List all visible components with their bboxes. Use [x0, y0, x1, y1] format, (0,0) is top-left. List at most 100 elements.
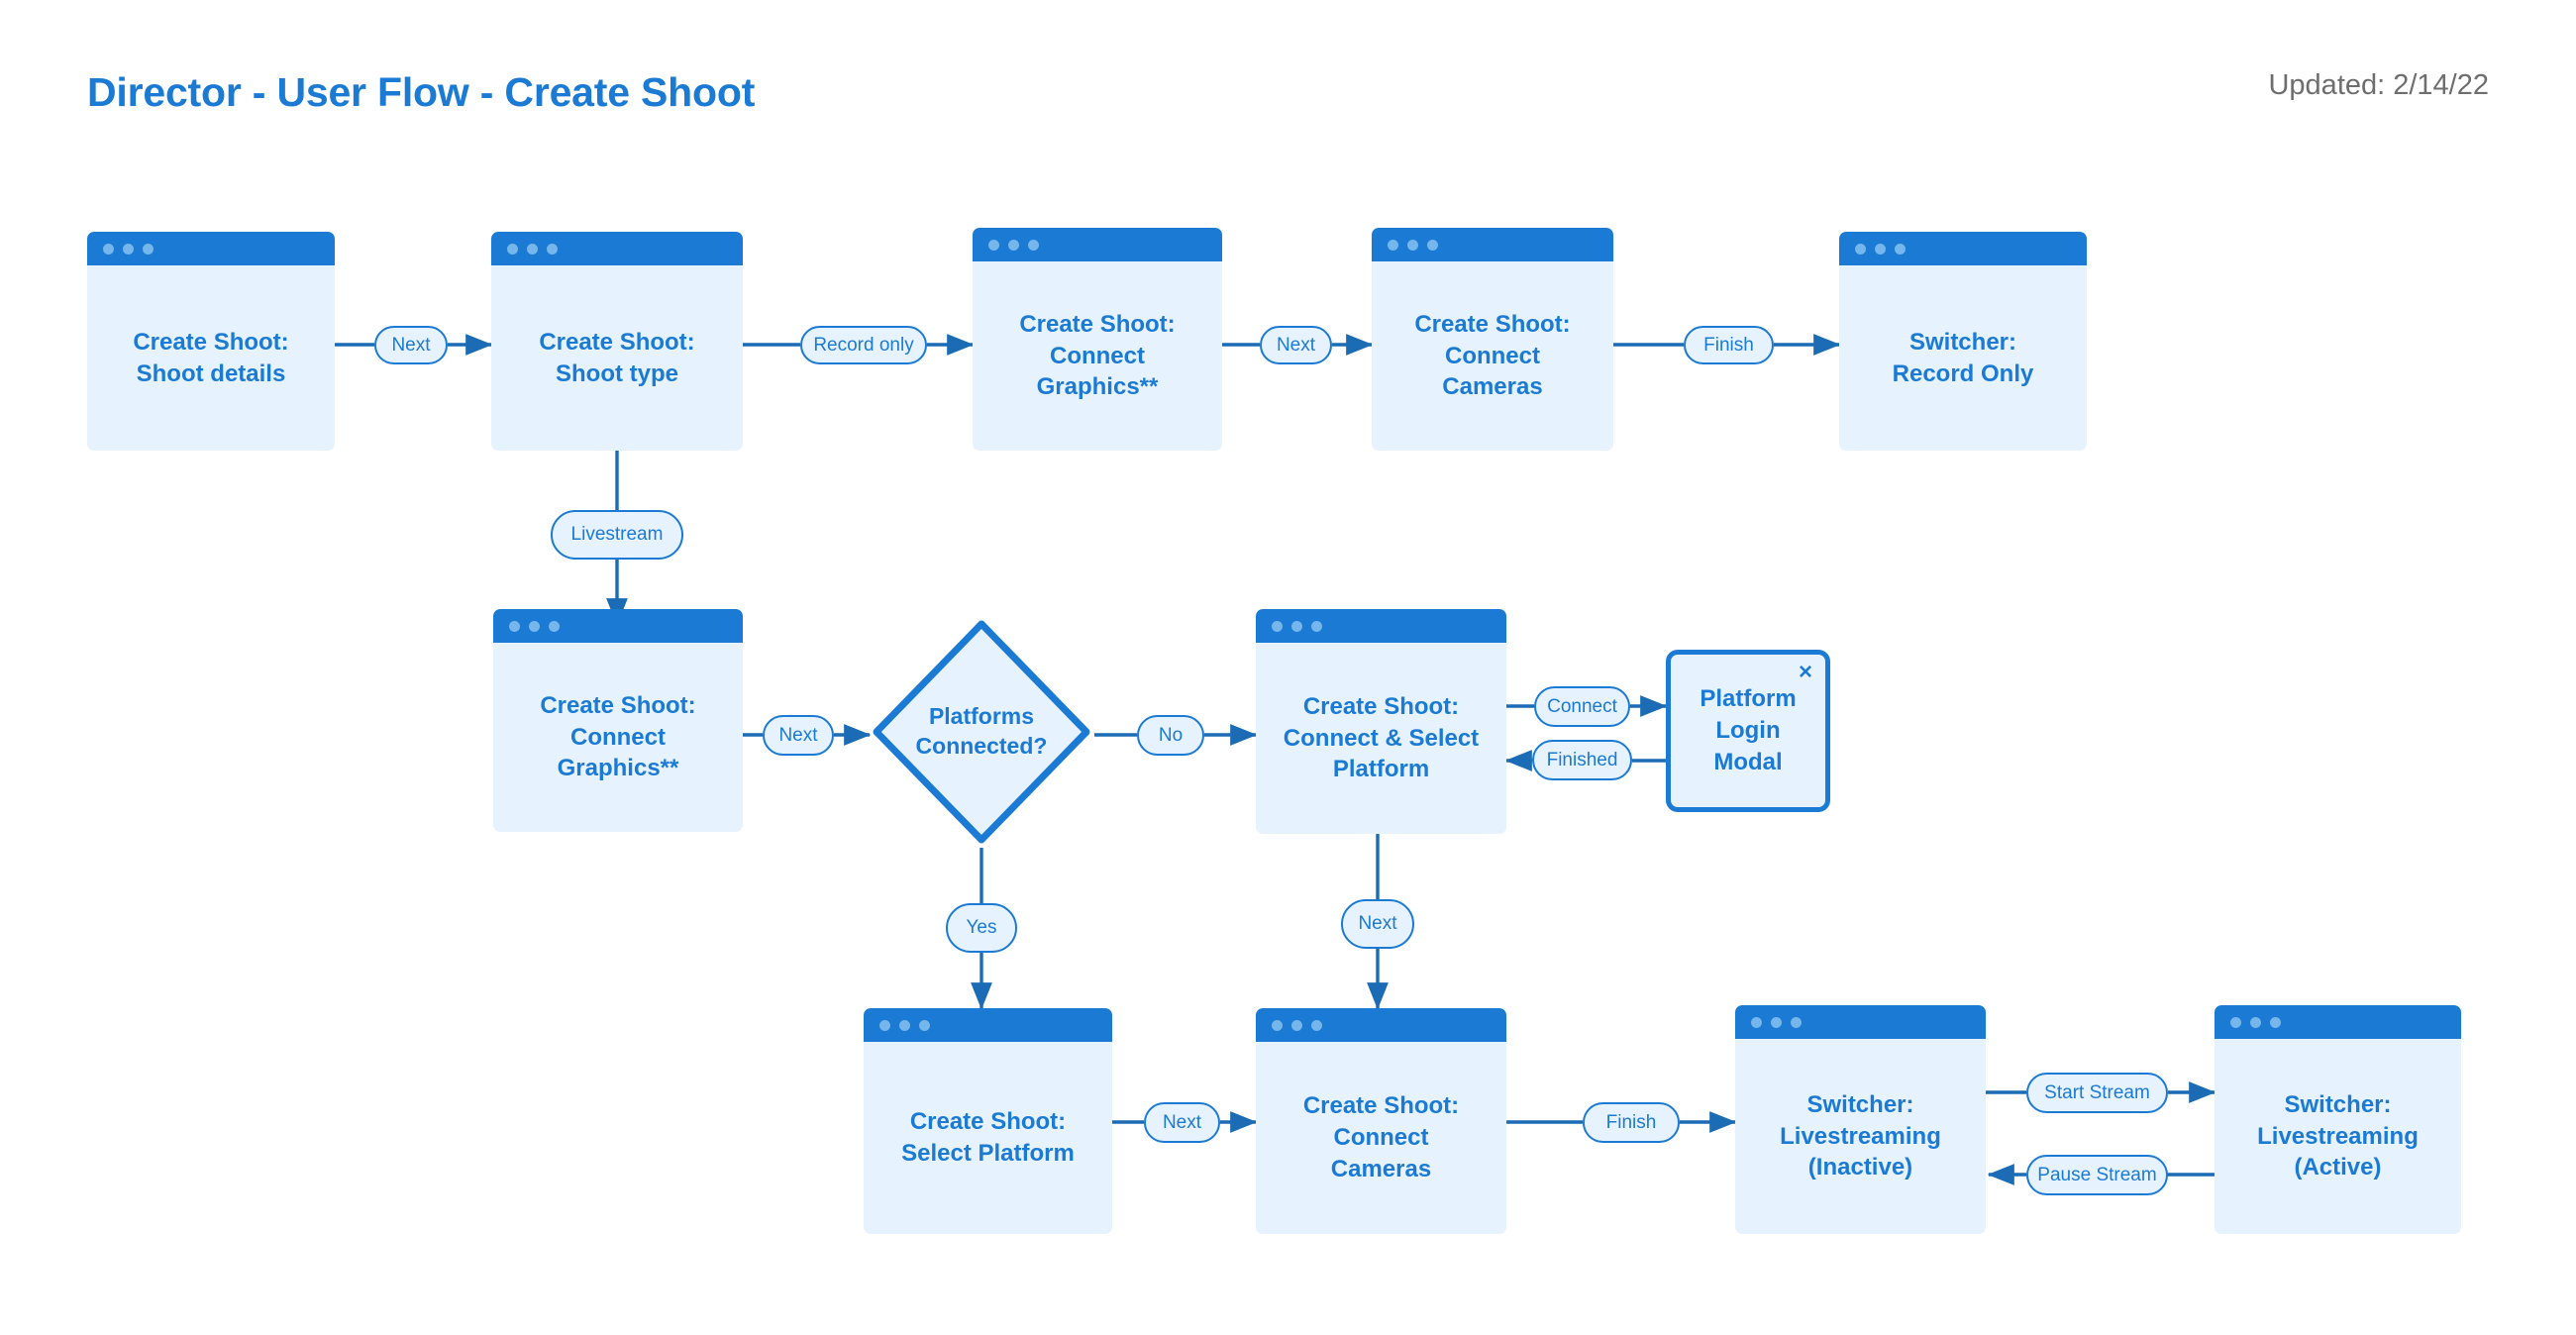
window-dot-red-icon [1388, 239, 1398, 251]
edge-label-finish-2[interactable]: Finish [1583, 1102, 1680, 1143]
window-dot-red-icon [879, 1019, 890, 1031]
edge-label-no[interactable]: No [1137, 715, 1204, 756]
window-titlebar [491, 232, 743, 265]
node-label: Create Shoot: Shoot type [539, 328, 695, 387]
window-dot-green-icon [549, 620, 560, 632]
node-label: Platform Login Modal [1700, 685, 1797, 775]
edge-label-pause-stream[interactable]: Pause Stream [2026, 1155, 2168, 1195]
node-shoot-type[interactable]: Create Shoot: Shoot type [491, 232, 743, 451]
edge-label-connect[interactable]: Connect [1534, 686, 1630, 727]
window-titlebar [1735, 1005, 1986, 1039]
edge-label-next-1[interactable]: Next [374, 326, 448, 364]
node-shoot-details[interactable]: Create Shoot: Shoot details [87, 232, 335, 451]
window-dot-yellow-icon [1407, 239, 1418, 251]
window-dot-yellow-icon [529, 620, 540, 632]
window-dot-green-icon [2270, 1016, 2281, 1028]
window-body: Create Shoot: Connect & Select Platform [1256, 643, 1506, 834]
node-label: Create Shoot: Connect Graphics** [540, 691, 696, 782]
edge-label-next-3[interactable]: Next [763, 715, 834, 756]
window-dot-yellow-icon [1291, 620, 1302, 632]
window-dot-red-icon [988, 239, 999, 251]
window-dot-yellow-icon [899, 1019, 910, 1031]
node-label: Switcher: Livestreaming (Inactive) [1780, 1090, 1941, 1181]
window-dot-green-icon [1311, 620, 1322, 632]
node-platforms-connected[interactable]: Platforms Connected? [869, 616, 1094, 848]
window-body: Create Shoot: Connect Graphics** [973, 261, 1222, 451]
edge-label-yes[interactable]: Yes [946, 903, 1017, 953]
window-body: Switcher: Livestreaming (Inactive) [1735, 1039, 1986, 1234]
updated-timestamp: Updated: 2/14/22 [2268, 69, 2489, 101]
window-dot-green-icon [1895, 243, 1906, 255]
window-dot-red-icon [1855, 243, 1866, 255]
window-dot-red-icon [1751, 1016, 1762, 1028]
node-switcher-record-only[interactable]: Switcher: Record Only [1839, 232, 2087, 451]
node-label: Create Shoot: Select Platform [901, 1108, 1075, 1167]
node-select-platform[interactable]: Create Shoot: Select Platform [864, 1008, 1112, 1234]
node-label: Create Shoot: Shoot details [133, 328, 289, 387]
node-label: Create Shoot: Connect & Select Platform [1283, 692, 1480, 783]
node-switcher-livestreaming-inactive[interactable]: Switcher: Livestreaming (Inactive) [1735, 1005, 1986, 1234]
window-dot-red-icon [2230, 1016, 2241, 1028]
window-body: Create Shoot: Connect Cameras [1256, 1042, 1506, 1234]
edge-label-start-stream[interactable]: Start Stream [2026, 1073, 2168, 1113]
window-dot-red-icon [507, 243, 518, 255]
window-dot-green-icon [1427, 239, 1438, 251]
window-body: Create Shoot: Select Platform [864, 1042, 1112, 1234]
node-label: Switcher: Livestreaming (Active) [2257, 1090, 2419, 1181]
node-connect-cameras-record[interactable]: Create Shoot: Connect Cameras [1372, 228, 1613, 451]
window-dot-yellow-icon [1771, 1016, 1782, 1028]
edge-label-next-5[interactable]: Next [1144, 1102, 1220, 1143]
window-dot-red-icon [1272, 620, 1283, 632]
window-dot-green-icon [1028, 239, 1039, 251]
edge-label-record-only[interactable]: Record only [800, 326, 927, 364]
window-dot-green-icon [143, 243, 154, 255]
window-dot-yellow-icon [123, 243, 134, 255]
window-dot-yellow-icon [1291, 1019, 1302, 1031]
node-connect-cameras-livestream[interactable]: Create Shoot: Connect Cameras [1256, 1008, 1506, 1234]
window-titlebar [2215, 1005, 2461, 1039]
page-title: Director - User Flow - Create Shoot [87, 69, 756, 115]
window-dot-red-icon [509, 620, 520, 632]
node-label: Create Shoot: Connect Cameras [1302, 1092, 1460, 1182]
window-dot-yellow-icon [1875, 243, 1886, 255]
node-connect-graphics-livestream[interactable]: Create Shoot: Connect Graphics** [493, 609, 743, 832]
window-dot-green-icon [1311, 1019, 1322, 1031]
node-connect-and-select-platform[interactable]: Create Shoot: Connect & Select Platform [1256, 609, 1506, 834]
window-dot-green-icon [1791, 1016, 1802, 1028]
edge-label-finished[interactable]: Finished [1532, 740, 1632, 780]
node-connect-graphics-record[interactable]: Create Shoot: Connect Graphics** [973, 228, 1222, 451]
window-titlebar [1372, 228, 1613, 261]
edge-label-next-2[interactable]: Next [1260, 326, 1332, 364]
node-label: Create Shoot: Connect Graphics** [1019, 310, 1176, 401]
window-dot-yellow-icon [527, 243, 538, 255]
window-titlebar [1256, 609, 1506, 643]
window-titlebar [864, 1008, 1112, 1042]
window-dot-green-icon [919, 1019, 930, 1031]
edge-label-livestream[interactable]: Livestream [551, 510, 683, 560]
window-body: Switcher: Record Only [1839, 265, 2087, 451]
window-titlebar [493, 609, 743, 643]
node-platform-login-modal[interactable]: × Platform Login Modal [1666, 650, 1830, 812]
window-dot-yellow-icon [2250, 1016, 2261, 1028]
window-titlebar [1839, 232, 2087, 265]
window-body: Create Shoot: Shoot details [87, 265, 335, 451]
window-body: Create Shoot: Connect Cameras [1372, 261, 1613, 451]
edge-label-finish-1[interactable]: Finish [1684, 326, 1774, 364]
node-label: Create Shoot: Connect Cameras [1414, 310, 1571, 401]
window-body: Switcher: Livestreaming (Active) [2215, 1039, 2461, 1234]
diamond-shape-icon [873, 620, 1090, 844]
edge-label-next-4[interactable]: Next [1341, 899, 1414, 949]
window-dot-red-icon [103, 243, 114, 255]
node-switcher-livestreaming-active[interactable]: Switcher: Livestreaming (Active) [2215, 1005, 2461, 1234]
window-dot-green-icon [547, 243, 558, 255]
window-body: Create Shoot: Connect Graphics** [493, 643, 743, 832]
window-titlebar [87, 232, 335, 265]
close-icon[interactable]: × [1798, 659, 1812, 685]
window-body: Create Shoot: Shoot type [491, 265, 743, 451]
window-dot-red-icon [1272, 1019, 1283, 1031]
window-dot-yellow-icon [1008, 239, 1019, 251]
node-label: Switcher: Record Only [1892, 328, 2034, 387]
window-titlebar [1256, 1008, 1506, 1042]
node-label: Platforms Connected? [915, 703, 1048, 759]
